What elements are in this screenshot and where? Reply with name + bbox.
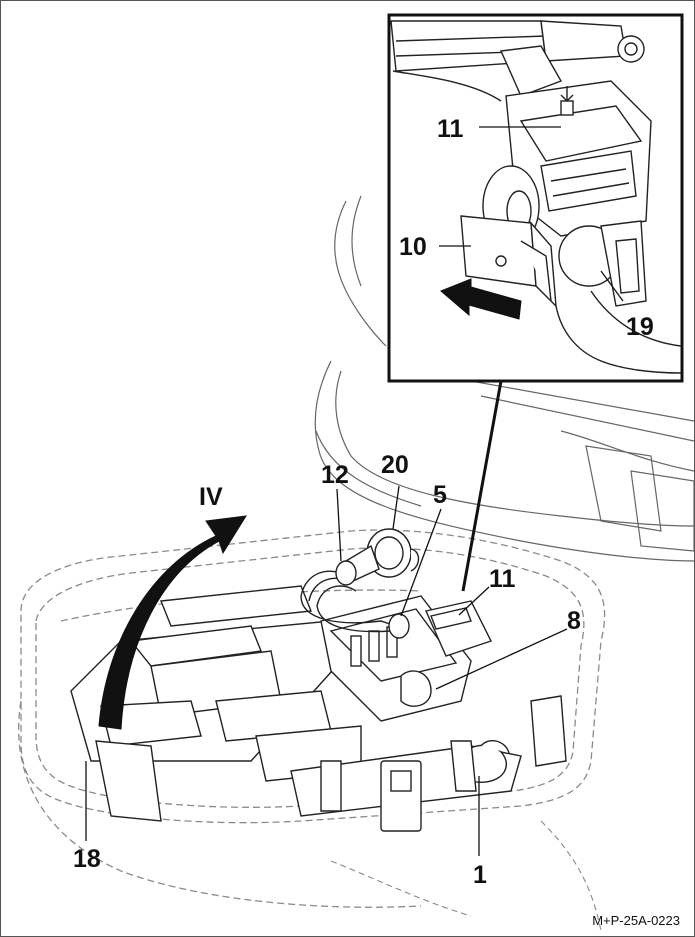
part-5 <box>388 613 410 639</box>
callout-20: 20 <box>381 451 409 479</box>
push-arrow <box>440 278 522 320</box>
floor-lines <box>330 820 602 932</box>
callout-10: 10 <box>399 233 427 261</box>
detail-inset <box>387 13 684 383</box>
callout-12: 12 <box>321 461 349 489</box>
callout-iv: IV <box>199 483 223 511</box>
vehicle-rear-outline <box>314 195 694 562</box>
bulb-socket <box>335 528 420 586</box>
callout-5: 5 <box>433 481 447 509</box>
callout-18: 18 <box>73 845 101 873</box>
callout-1: 1 <box>473 861 487 889</box>
tool-kit-tray <box>70 585 522 822</box>
rotation-arrow-iv <box>98 515 247 730</box>
callout-8: 8 <box>567 607 581 635</box>
figure-code: M+P-25A-0223 <box>592 913 680 928</box>
callout-11-main: 11 <box>489 565 516 593</box>
detail-pointer <box>461 380 503 592</box>
callout-19: 19 <box>626 313 654 341</box>
connector-bracket-lower <box>425 600 492 657</box>
leader-lines <box>85 485 568 856</box>
callout-11-inset: 11 <box>437 115 464 143</box>
